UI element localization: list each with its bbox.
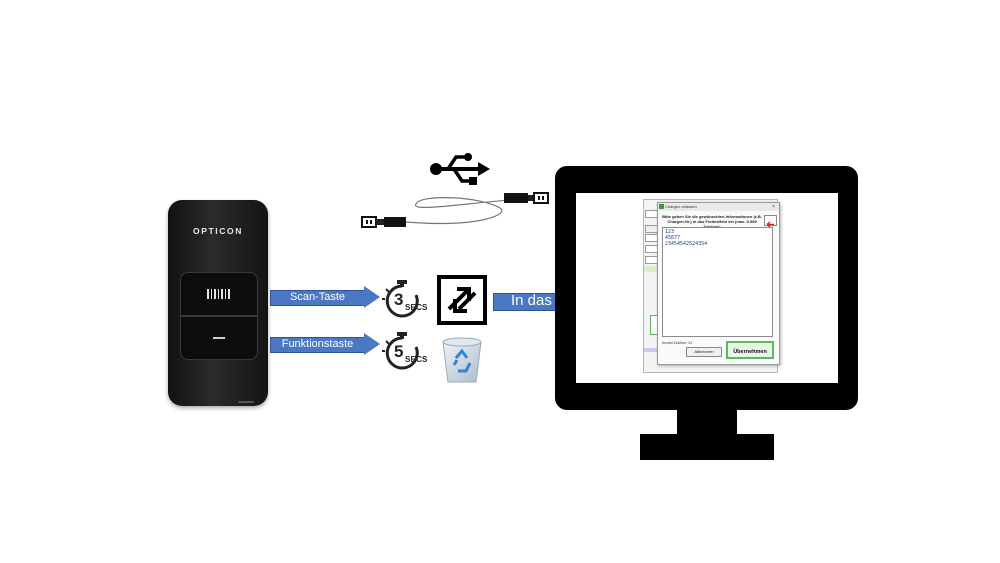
timer-5-unit: SECS <box>405 355 428 364</box>
usb-icon <box>430 153 490 185</box>
close-icon[interactable]: × <box>772 204 775 210</box>
barcode-icon <box>205 287 233 301</box>
stopwatch-icon <box>382 332 419 370</box>
dialog-message: Bitte geben Sie die gewünschten Informat… <box>662 214 762 229</box>
scanner-scan-button[interactable] <box>180 272 258 316</box>
minus-icon <box>213 337 225 339</box>
timer-3-value: 3 <box>394 290 404 309</box>
character-count: Anzahl Zeichen: 24 <box>662 341 692 345</box>
barcode-scanner: OPTICON <box>168 200 268 406</box>
usb-cable-icon <box>361 192 549 228</box>
arrow-left-icon <box>766 221 774 228</box>
app-icon <box>659 204 664 209</box>
monitor-stand <box>640 434 774 460</box>
text-line: 234545425243S4 <box>665 241 708 247</box>
text-line: 45677 <box>665 235 681 241</box>
function-key-arrow: Funktionstaste <box>270 333 380 356</box>
transfer-arrows-icon <box>437 275 487 325</box>
scan-key-arrow: Scan-Taste <box>270 286 380 309</box>
text-line: 123 <box>665 229 675 235</box>
scanner-function-button[interactable] <box>180 316 258 360</box>
back-button[interactable] <box>764 215 777 228</box>
scanner-brand-label: OPTICON <box>193 226 243 236</box>
cancel-button[interactable]: Abbrechen <box>686 347 722 357</box>
timer-3-secs: 3 SECS <box>376 277 428 323</box>
monitor-neck <box>677 410 737 436</box>
dialog-title: Chargen erfassen <box>658 203 779 211</box>
recycle-bin-icon <box>442 337 482 383</box>
timer-5-secs: 5 SECS <box>376 329 428 375</box>
timer-3-unit: SECS <box>405 303 428 312</box>
scanner-port <box>238 401 254 403</box>
apply-button[interactable]: Übernehmen <box>726 341 774 359</box>
timer-5-value: 5 <box>394 342 404 361</box>
dialog-chargen: Chargen erfassen × Bitte geben Sie die g… <box>657 202 780 365</box>
function-key-label: Funktionstaste <box>281 338 354 350</box>
stopwatch-icon <box>382 280 419 318</box>
free-text-field[interactable]: 123 45677 234545425243S4 <box>662 227 773 337</box>
scan-key-label: Scan-Taste <box>289 291 346 303</box>
